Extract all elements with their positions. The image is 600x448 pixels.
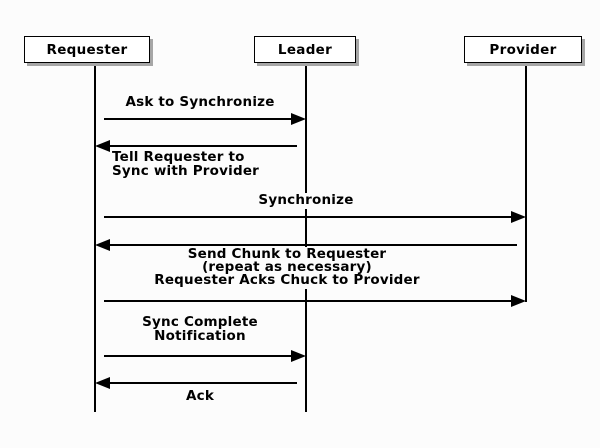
message-label-ask-to-synchronize: Ask to Synchronize — [100, 95, 300, 111]
message-arrow-ack — [95, 377, 306, 389]
arrow-shaft — [104, 216, 514, 218]
arrowhead-right-icon — [511, 295, 526, 307]
lifeline-leader — [305, 66, 307, 412]
arrowhead-right-icon — [291, 350, 306, 362]
arrowhead-right-icon — [291, 113, 306, 125]
message-arrow-synchronize — [95, 211, 526, 223]
arrow-shaft — [107, 244, 517, 246]
message-label-ack: Ack — [100, 389, 300, 405]
actor-box-provider: Provider — [464, 36, 582, 63]
message-label-sync-complete-notification: Sync Complete Notification — [100, 315, 300, 345]
arrowhead-left-icon — [95, 239, 110, 251]
actor-label-requester: Requester — [46, 41, 128, 58]
actor-box-requester: Requester — [24, 36, 150, 63]
message-arrow-requester-acks-chunk — [95, 295, 526, 307]
message-label-tell-requester-to-sync: Tell Requester to Sync with Provider — [112, 149, 260, 180]
arrow-shaft — [107, 382, 297, 384]
arrow-shaft — [107, 145, 297, 147]
arrowhead-left-icon — [95, 140, 110, 152]
message-label-send-chunk: Send Chunk to Requester (repeat as neces… — [135, 247, 439, 289]
message-arrow-send-chunk — [95, 239, 526, 251]
message-label-synchronize: Synchronize — [200, 193, 412, 209]
message-arrow-tell-requester-to-sync — [95, 140, 306, 152]
actor-label-leader: Leader — [277, 41, 333, 58]
arrow-shaft — [104, 118, 294, 120]
actor-label-provider: Provider — [489, 41, 557, 58]
actor-box-leader: Leader — [254, 36, 356, 63]
arrow-shaft — [104, 300, 514, 302]
arrow-shaft — [104, 355, 294, 357]
lifeline-provider — [525, 66, 527, 302]
arrowhead-left-icon — [95, 377, 110, 389]
message-arrow-ask-to-synchronize — [95, 113, 306, 125]
message-arrow-sync-complete-notification — [95, 350, 306, 362]
arrowhead-right-icon — [511, 211, 526, 223]
